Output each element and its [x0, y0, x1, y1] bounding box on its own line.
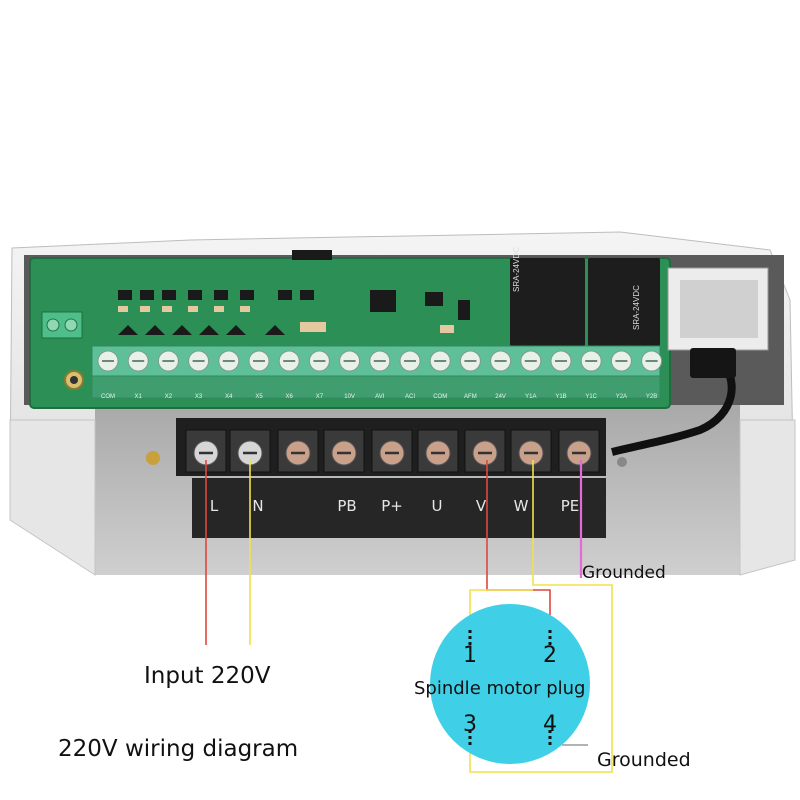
wire-w-branch	[469, 589, 533, 615]
plug-label: Spindle motor plug	[414, 678, 586, 699]
control-terminal-label: X2	[164, 394, 173, 400]
control-terminal-label: AFM	[464, 394, 477, 400]
control-terminal-label: X4	[225, 394, 233, 400]
control-terminal-label: Y2A	[615, 394, 628, 400]
control-terminal-label: X5	[255, 394, 263, 400]
power-terminal-label: W	[513, 497, 529, 515]
plug-pin-1: 1	[463, 643, 477, 668]
power-terminal-label: U	[431, 497, 443, 515]
power-terminal-label: PE	[560, 497, 580, 515]
power-terminal-label: N	[252, 497, 264, 515]
wire-w-pin1	[469, 460, 613, 773]
grounded-label-top: Grounded	[582, 563, 666, 583]
control-terminal-label: X7	[315, 394, 324, 400]
control-terminal-label: COM	[101, 394, 115, 400]
grounded-label-bottom: Grounded	[597, 749, 691, 771]
control-terminal-label: 10V	[344, 394, 355, 400]
control-terminal-label: Y1B	[555, 394, 567, 400]
plug-pin-3: 3	[463, 712, 477, 737]
control-terminal-label: ACI	[404, 394, 415, 400]
power-terminal-label: PB	[337, 497, 357, 515]
plug-pin-2: 2	[543, 643, 557, 668]
power-terminal-label: L	[209, 497, 219, 515]
control-terminal-label: COM	[433, 394, 448, 400]
control-terminal-label: X1	[134, 394, 142, 400]
power-terminal-label: V	[475, 497, 487, 515]
control-terminal-label: AVI	[375, 394, 385, 400]
control-terminal-label: X6	[285, 394, 293, 400]
wire-v-pin2	[486, 460, 551, 615]
input-label: Input 220V	[144, 663, 271, 689]
control-terminal-label: 24V	[495, 394, 506, 400]
control-terminal-label: Y1A	[525, 394, 537, 400]
control-terminal-label: Y1C	[585, 394, 598, 400]
diagram-title: 220V wiring diagram	[58, 736, 299, 762]
plug-pin-4: 4	[543, 712, 557, 737]
control-terminal-label: X3	[194, 394, 203, 400]
power-terminal-label: P+	[381, 497, 403, 515]
control-terminal-label: Y2B	[645, 394, 658, 400]
